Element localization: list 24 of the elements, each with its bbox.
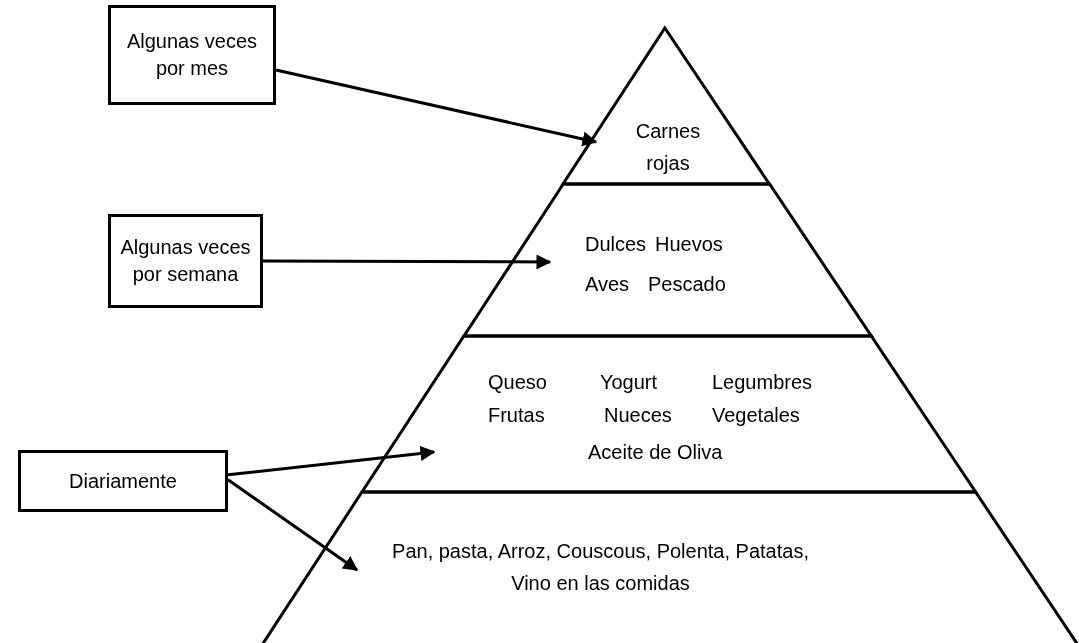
pyramid-tier bbox=[561, 26, 772, 186]
food-label: Carnes rojas bbox=[634, 119, 702, 176]
arrow bbox=[227, 446, 436, 477]
pyramid-tier bbox=[461, 182, 874, 338]
frequency-box: Algunas veces por semana bbox=[108, 214, 263, 308]
arrow bbox=[275, 68, 598, 147]
food-label: Yogurt bbox=[600, 370, 658, 395]
food-label: Vegetales bbox=[712, 403, 800, 428]
food-label: Nueces bbox=[604, 403, 672, 428]
food-label: Pan, pasta, Arroz, Couscous, Polenta, Patatas, Vino en las comidas bbox=[391, 539, 810, 596]
food-label: Aves bbox=[585, 272, 630, 297]
arrow bbox=[263, 254, 552, 270]
arrow bbox=[227, 478, 359, 572]
food-label: Legumbres bbox=[712, 370, 813, 395]
frequency-box: Diariamente bbox=[18, 450, 228, 512]
pyramid-tier bbox=[359, 334, 978, 494]
pyramid-tier bbox=[260, 490, 1079, 643]
food-label: Aceite de Oliva bbox=[588, 440, 723, 465]
food-label: Queso bbox=[488, 370, 547, 395]
food-label: Frutas bbox=[488, 403, 545, 428]
frequency-box: Algunas veces por mes bbox=[108, 5, 276, 105]
food-label: Huevos bbox=[655, 232, 723, 257]
food-label: Dulces bbox=[585, 232, 647, 257]
food-label: Pescado bbox=[648, 272, 726, 297]
